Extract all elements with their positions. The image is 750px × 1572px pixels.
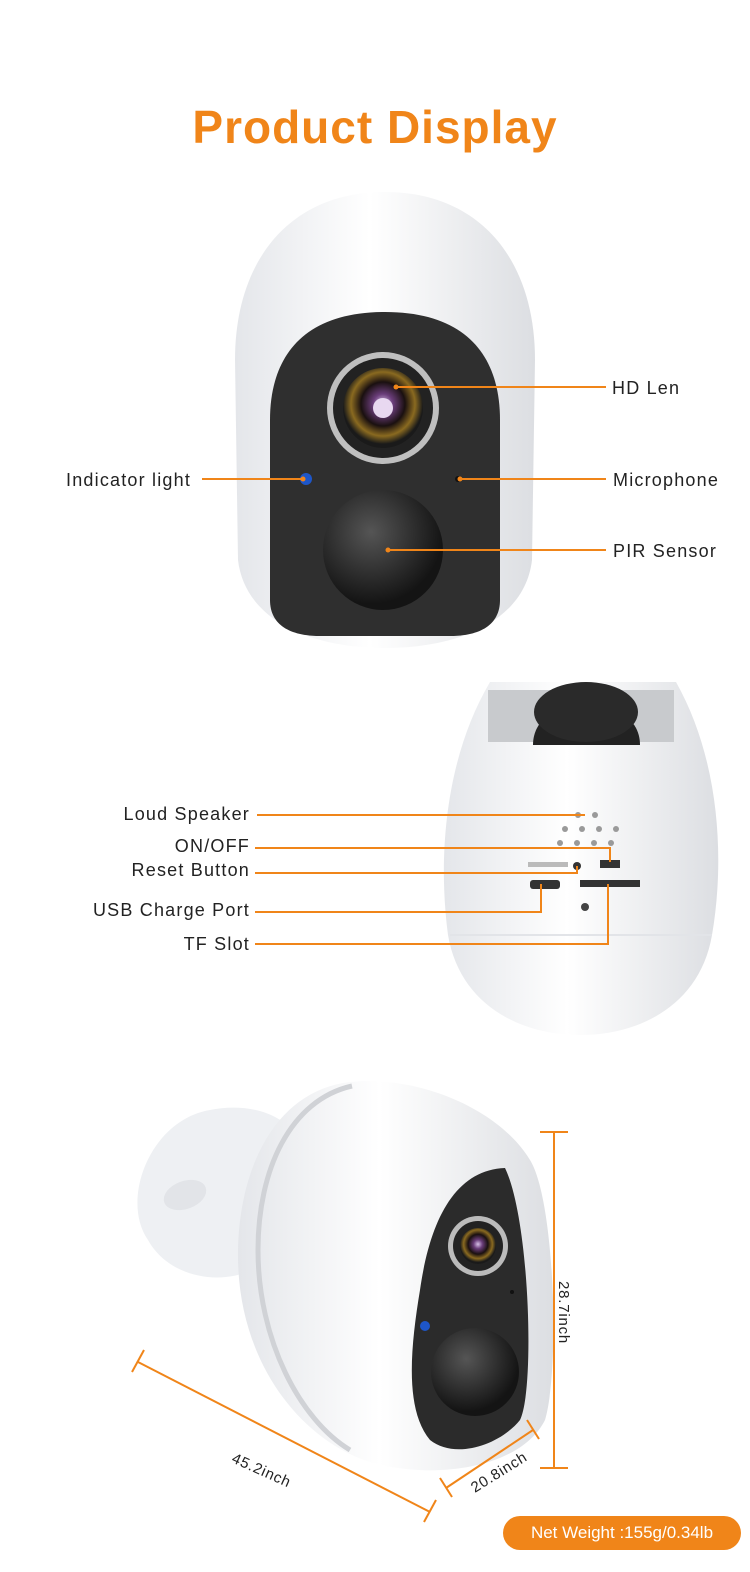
front-camera — [235, 192, 535, 648]
label-reset-button: Reset Button — [131, 860, 250, 880]
label-onoff: ON/OFF — [174, 836, 250, 856]
pir-sensor-icon — [323, 490, 443, 610]
page-title: Product Display — [192, 101, 558, 153]
indicator-light-icon — [300, 473, 312, 485]
label-loud-speaker: Loud Speaker — [123, 804, 250, 824]
label-tf-slot: TF Slot — [183, 934, 250, 954]
label-microphone: Microphone — [613, 470, 720, 490]
net-weight-badge: Net Weight :155g/0.34lb — [503, 1516, 741, 1550]
usb-port-icon — [530, 880, 560, 889]
angled-camera — [137, 1081, 554, 1471]
back-camera — [443, 682, 719, 1035]
tf-slot-icon — [580, 880, 640, 887]
label-indicator-light: Indicator light — [66, 470, 192, 490]
label-usb-charge-port: USB Charge Port — [92, 900, 250, 920]
onoff-switch-icon — [600, 860, 620, 868]
dimension-height: 28.7inch — [555, 1280, 573, 1345]
label-pir-sensor: PIR Sensor — [613, 541, 718, 561]
label-hd-len: HD Len — [612, 378, 681, 398]
dimension-lines — [131, 1131, 568, 1523]
speaker-holes-icon — [557, 812, 619, 846]
